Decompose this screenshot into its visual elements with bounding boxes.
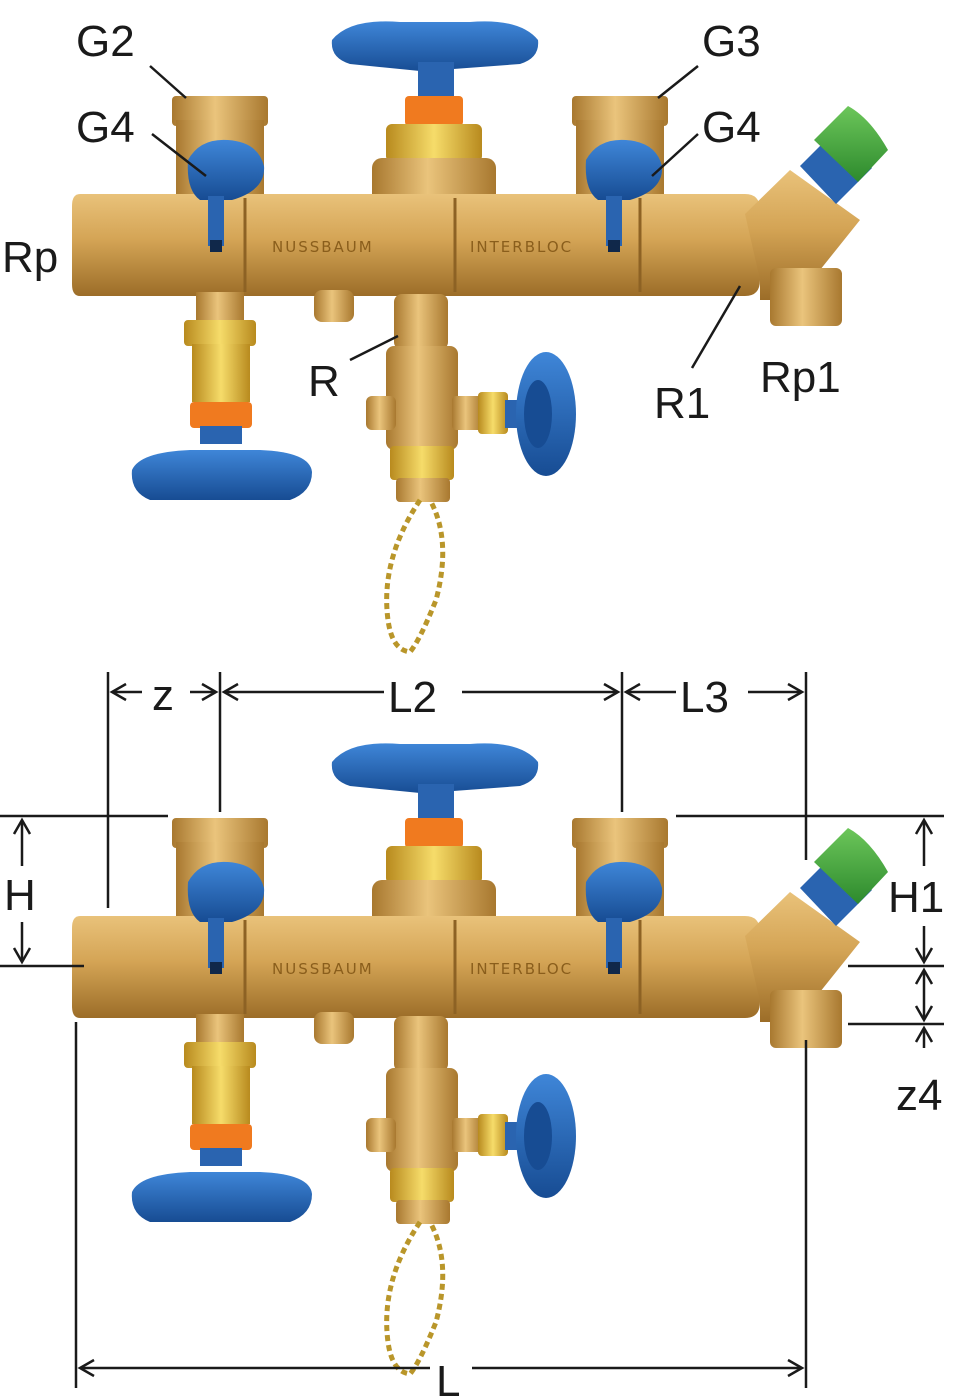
manifold-bottom-image [72,743,888,1374]
label-rp: Rp [2,233,58,282]
dim-z4: z4 [896,1071,942,1120]
top-leader-lines [149,65,742,369]
label-g3: G3 [702,17,761,66]
dim-l3: L3 [680,673,729,722]
label-g4-left: G4 [76,103,135,152]
label-g4-right: G4 [702,103,761,152]
dim-h: H [4,871,36,920]
model-etch-bottom: INTERBLOC [470,960,573,978]
label-r: R [308,357,340,406]
label-g2: G2 [76,17,135,66]
manifold-top-image [72,21,888,652]
dim-z: z [152,671,174,720]
label-rp1: Rp1 [760,353,841,402]
model-etch-top: INTERBLOC [470,238,573,256]
brand-etch-top: NUSSBAUM [272,238,374,256]
top-view: NUSSBAUM INTERBLOC G2 G4 G3 G4 Rp R R1 R… [2,17,888,652]
dim-l: L [436,1357,460,1400]
dimension-lines [0,672,944,1388]
dim-l2: L2 [388,673,437,722]
bottom-view: NUSSBAUM INTERBLOC [0,671,944,1400]
dim-h1: H1 [888,873,944,922]
label-r1: R1 [654,379,710,428]
brand-etch-bottom: NUSSBAUM [272,960,374,978]
